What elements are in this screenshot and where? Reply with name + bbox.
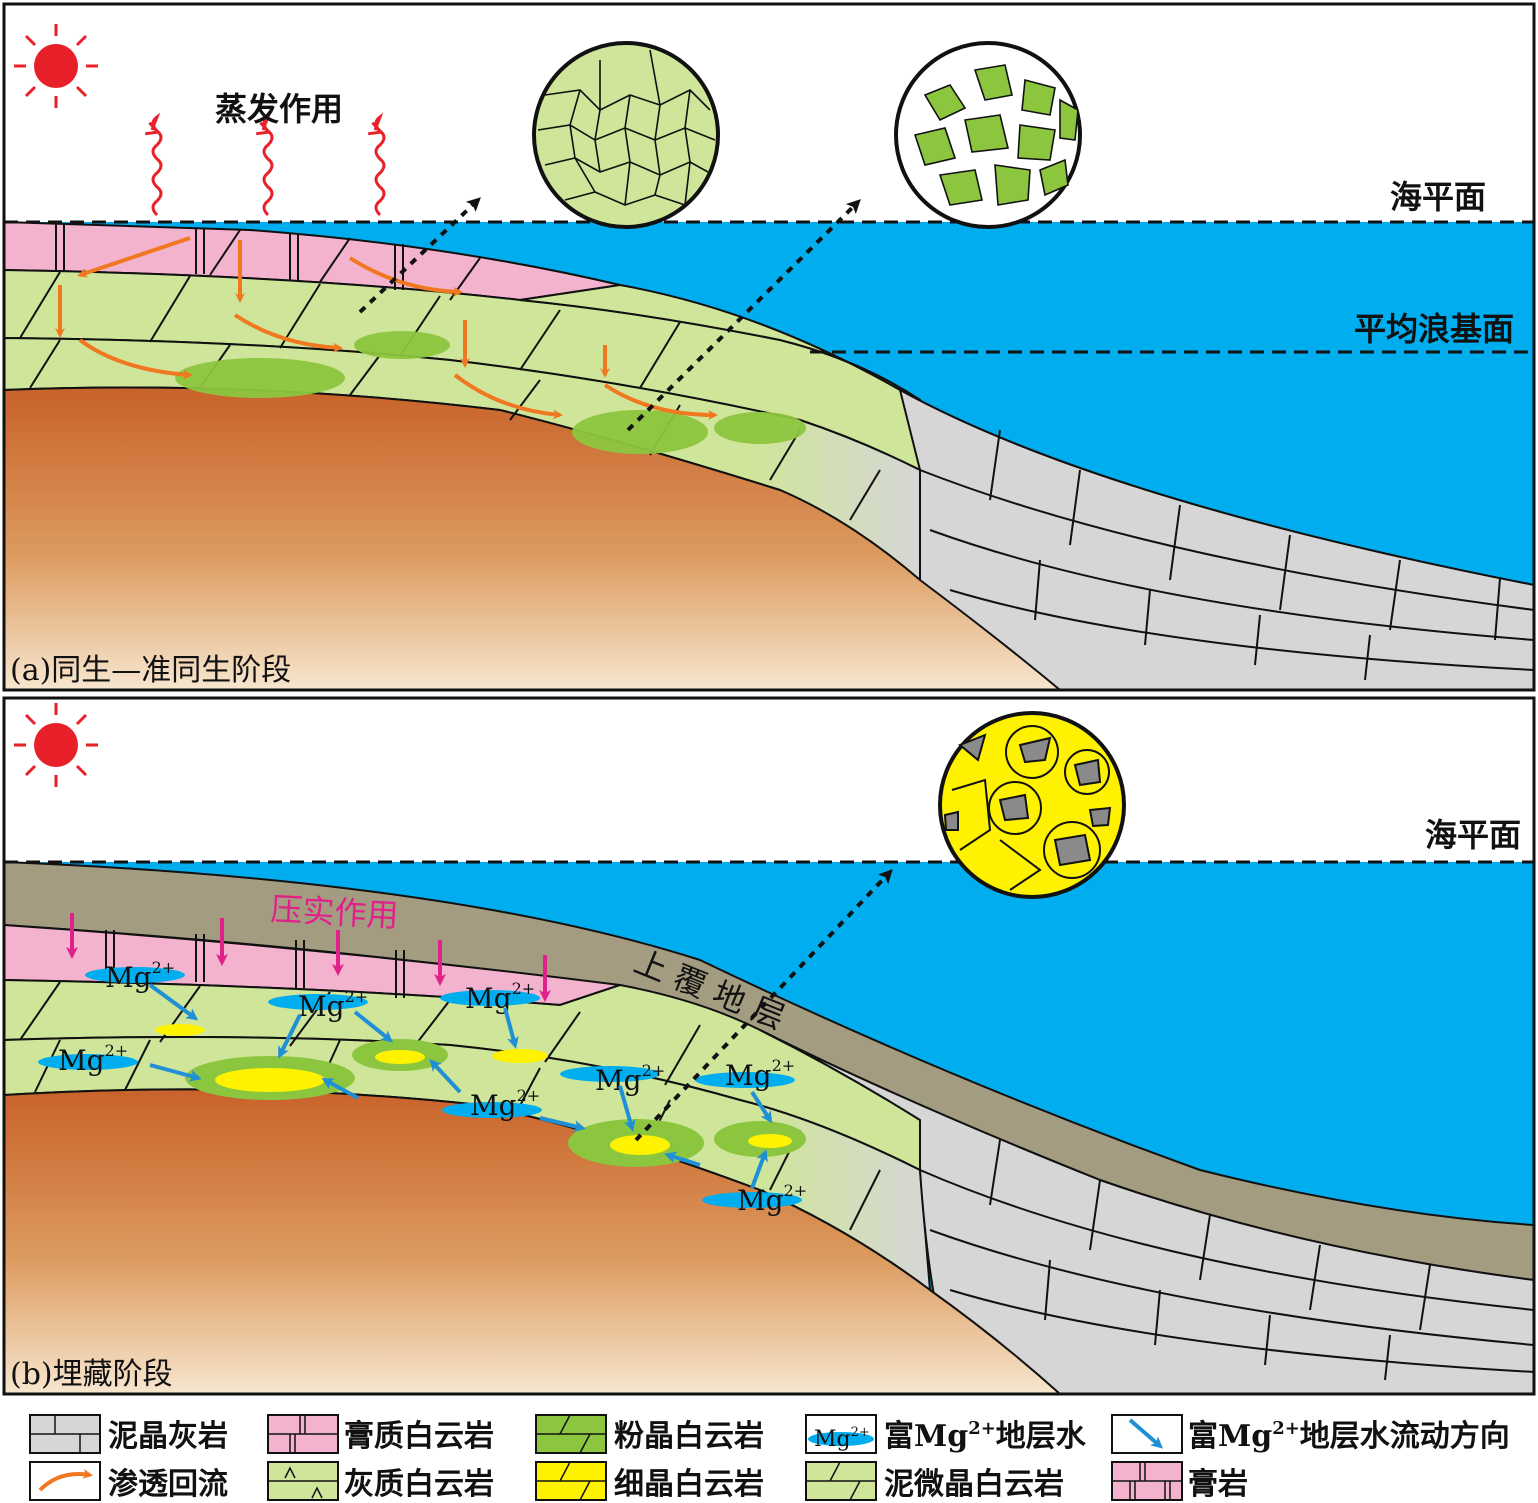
panel-a-wave-base-label: 平均浪基面 [1354, 310, 1514, 348]
svg-text:Mg2+: Mg2+ [595, 1061, 665, 1097]
panel-a-evaporation-label: 蒸发作用 [215, 90, 343, 128]
panel-b-mg-flow-arrows [148, 983, 773, 1189]
svg-text:灰质白云岩: 灰质白云岩 [344, 1467, 494, 1502]
svg-text:膏岩: 膏岩 [1188, 1467, 1248, 1502]
svg-text:Mg2+: Mg2+ [298, 987, 368, 1023]
panel-a-sea-level-label: 海平面 [1390, 178, 1486, 216]
panel-b-sun-icon [14, 703, 98, 787]
svg-text:Mg2+: Mg2+ [470, 1086, 540, 1122]
legend-item-fine-dolomite: 细晶白云岩 [535, 1461, 764, 1502]
svg-text:膏质白云岩: 膏质白云岩 [344, 1419, 494, 1454]
legend: 泥晶灰岩 膏质白云岩 粉晶白云岩 Mg2+ 富Mg2+地层水 富Mg2+地层水流… [29, 1414, 1510, 1502]
legend-item-gypsum-dolomite: 膏质白云岩 [267, 1414, 494, 1454]
panel-b-limestone-slope [759, 1029, 1534, 1394]
svg-text:泥晶灰岩: 泥晶灰岩 [108, 1419, 228, 1454]
panel-a-limestone-bedding [919, 429, 1534, 681]
panel-b-frame [2, 696, 1536, 1396]
panel-b-caption: (b)埋藏阶段 [10, 1357, 173, 1392]
svg-text:Mg2+: Mg2+ [58, 1041, 128, 1077]
panel-a-caption: (a)同生—准同生阶段 [10, 653, 291, 688]
panel-a-sun-icon [14, 24, 98, 108]
legend-item-gypsum: 膏岩 [1111, 1461, 1248, 1502]
svg-text:富Mg2+地层水: 富Mg2+地层水 [884, 1418, 1087, 1454]
svg-text:泥微晶白云岩: 泥微晶白云岩 [884, 1467, 1064, 1502]
legend-item-micritic-limestone: 泥晶灰岩 [29, 1414, 228, 1454]
panel-b-micrograph-pointer [634, 869, 893, 1142]
svg-text:渗透回流: 渗透回流 [108, 1467, 228, 1502]
legend-item-mg-water: Mg2+ 富Mg2+地层水 [805, 1414, 1087, 1454]
panel-b: Mg2+ Mg2+ Mg2+ Mg2+ Mg2+ Mg2+ Mg2+ Mg2+ [4, 698, 1534, 1394]
panel-a-micrograph-2-pointer [626, 199, 861, 432]
svg-text:粉晶白云岩: 粉晶白云岩 [614, 1419, 764, 1454]
panel-a-frame [2, 2, 1536, 692]
panel-a-micrograph-1 [532, 41, 720, 229]
legend-item-seepage-reflux: 渗透回流 [29, 1461, 228, 1502]
panel-a-micrograph-2 [894, 41, 1082, 229]
panel-b-compaction-arrows [66, 913, 551, 1002]
legend-item-mg-flow: 富Mg2+地层水流动方向 [1111, 1414, 1510, 1454]
legend-item-silt-dolomite: 粉晶白云岩 [535, 1414, 764, 1454]
legend-item-micro-dolomite: 泥微晶白云岩 [805, 1461, 1064, 1502]
svg-text:富Mg2+地层水流动方向: 富Mg2+地层水流动方向 [1188, 1418, 1510, 1454]
svg-text:Mg2+: Mg2+ [105, 958, 175, 994]
panel-b-mg-labels: Mg2+ Mg2+ Mg2+ Mg2+ Mg2+ Mg2+ Mg2+ Mg2+ [58, 958, 807, 1217]
panel-a-seepage-arrows [55, 236, 718, 420]
svg-text:细晶白云岩: 细晶白云岩 [614, 1467, 764, 1502]
panel-b-compaction-label: 压实作用 [270, 890, 400, 935]
panel-b-limestone-bedding [919, 1139, 1534, 1381]
panel-a-evaporation-arrows [152, 112, 386, 217]
legend-item-limy-dolomite: 灰质白云岩 [267, 1461, 494, 1502]
panel-b-mg-water-ellipses [38, 967, 802, 1208]
panel-b-sea-level-label: 海平面 [1425, 816, 1521, 854]
panel-a: 海平面 平均浪基面 蒸发作用 [4, 4, 1534, 690]
panel-b-micrograph [938, 711, 1126, 899]
svg-text:Mg2+: Mg2+ [725, 1056, 795, 1092]
panel-a-silt-dolomite-lenses [175, 331, 806, 454]
svg-text:Mg2+: Mg2+ [814, 1425, 870, 1452]
svg-text:Mg2+: Mg2+ [737, 1181, 807, 1217]
